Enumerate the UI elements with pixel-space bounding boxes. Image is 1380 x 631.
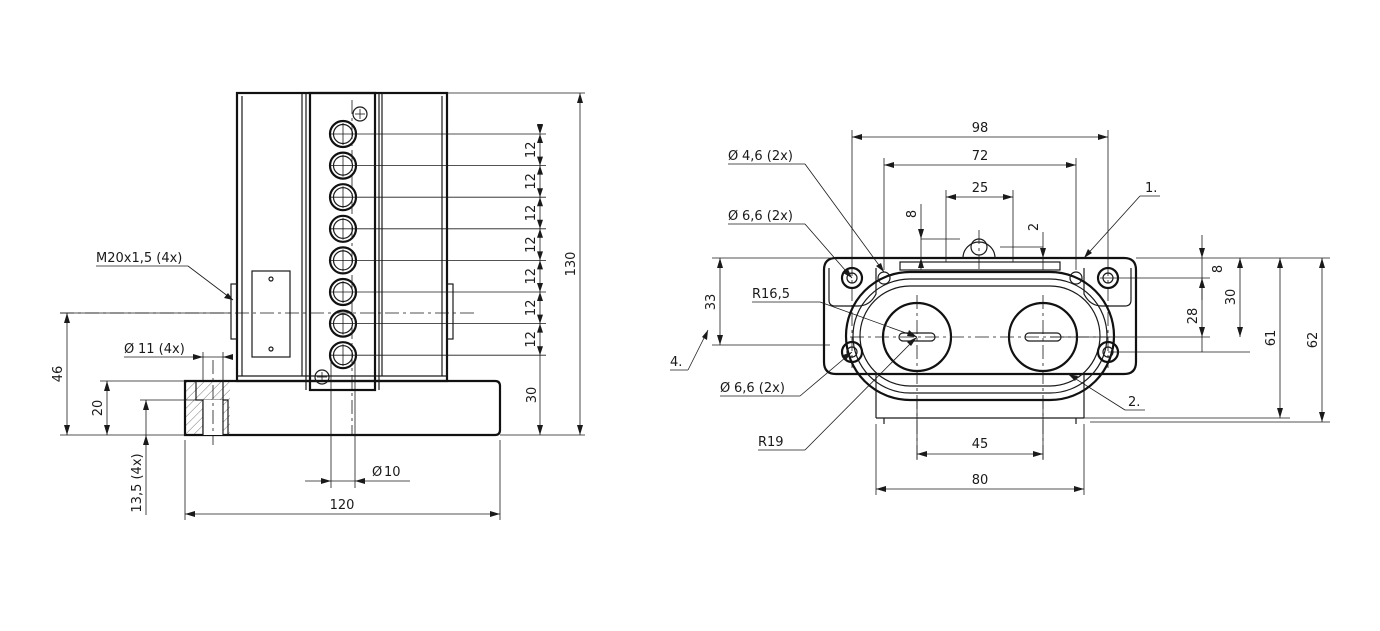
top-view bbox=[822, 230, 1138, 460]
dim-2: 2 bbox=[1027, 223, 1042, 231]
dim-80: 80 bbox=[972, 473, 989, 488]
front-dimensions: 130 12 12 12 12 12 12 12 30 120 Ø 10 M20x1,5 (… bbox=[51, 92, 585, 520]
top-dimensions: 98 72 25 8 2 Ø 4,6 (2x) Ø bbox=[670, 121, 1330, 495]
dim-25: 25 bbox=[972, 181, 989, 196]
label-hole66b: 6,6 (2x) bbox=[734, 381, 785, 396]
label-r19: R19 bbox=[758, 435, 784, 450]
dim-30-right: 30 bbox=[1224, 289, 1239, 306]
dim-46: 46 bbox=[51, 366, 66, 383]
label-hole66a: 6,6 (2x) bbox=[742, 209, 793, 224]
dim-72: 72 bbox=[972, 149, 989, 164]
dim-12: 12 bbox=[524, 300, 539, 317]
dim-12: 12 bbox=[524, 142, 539, 159]
housing-body bbox=[235, 91, 449, 383]
dim-98: 98 bbox=[972, 121, 989, 136]
dim-12: 12 bbox=[524, 173, 539, 190]
base-plate bbox=[183, 379, 502, 437]
label-mount-hole-symbol: Ø bbox=[124, 342, 134, 357]
dim-12: 12 bbox=[524, 268, 539, 285]
dim-cbore: 13,5 (4x) bbox=[130, 453, 145, 512]
label-hole66b-symbol: Ø bbox=[720, 381, 730, 396]
dim-12: 12 bbox=[524, 236, 539, 253]
label-r165: R16,5 bbox=[752, 287, 790, 302]
label-hole66a-symbol: Ø bbox=[728, 209, 738, 224]
dim-20: 20 bbox=[91, 400, 106, 417]
oval-body bbox=[844, 270, 1116, 402]
flange-outline bbox=[822, 256, 1138, 376]
dim-61: 61 bbox=[1264, 330, 1279, 347]
hole-icon bbox=[1069, 271, 1083, 285]
dim-dia10-symbol: Ø bbox=[372, 465, 382, 480]
dim-130: 130 bbox=[564, 252, 579, 277]
dim-45: 45 bbox=[972, 437, 989, 452]
center-strip bbox=[308, 91, 377, 392]
front-view bbox=[60, 91, 546, 445]
dim-28: 28 bbox=[1186, 308, 1201, 325]
dim-dia10: 10 bbox=[384, 465, 401, 480]
dim-8-top: 8 bbox=[905, 210, 920, 218]
screw-icon bbox=[352, 106, 368, 122]
callout-2: 2. bbox=[1128, 395, 1140, 410]
dim-62: 62 bbox=[1306, 332, 1321, 349]
label-thread: M20x1,5 (4x) bbox=[96, 251, 182, 266]
label-hole46: 4,6 (2x) bbox=[742, 149, 793, 164]
hole-column bbox=[328, 119, 546, 370]
label-mount-hole: 11 (4x) bbox=[138, 342, 185, 357]
dim-120: 120 bbox=[330, 498, 355, 513]
label-hole46-symbol: Ø bbox=[728, 149, 738, 164]
dim-8-right: 8 bbox=[1211, 265, 1226, 273]
dim-33: 33 bbox=[704, 294, 719, 311]
callout-1: 1. bbox=[1145, 181, 1157, 196]
screw-icon bbox=[314, 369, 330, 385]
label-plate bbox=[251, 270, 291, 358]
dim-12: 12 bbox=[524, 205, 539, 222]
callout-4: 4. bbox=[670, 355, 682, 370]
dim-12: 12 bbox=[524, 331, 539, 348]
dim-30: 30 bbox=[525, 387, 540, 404]
